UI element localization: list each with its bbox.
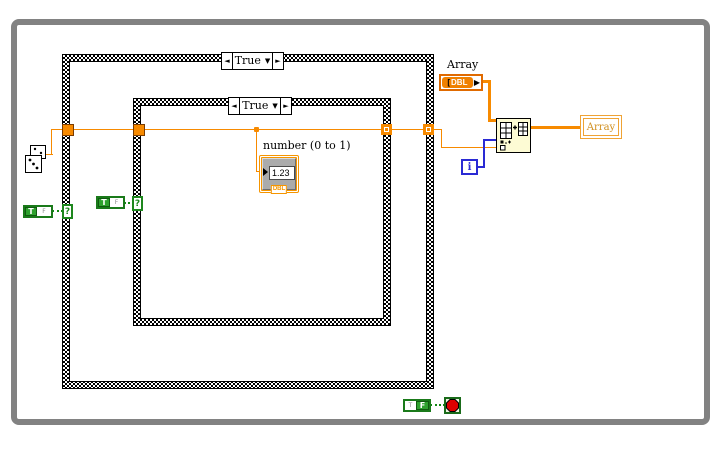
wire-iteration-riser[interactable]: [483, 140, 485, 168]
boolean-false-cell[interactable]: F: [114, 198, 119, 206]
inner-case-selector-value-wrap[interactable]: True ▼: [240, 98, 280, 114]
insert-into-array-icon: [500, 122, 528, 151]
boolean-true-cell[interactable]: T: [25, 207, 37, 216]
inner-case-frame-interior: [140, 105, 384, 319]
array-control-terminal[interactable]: [ DBL ▶: [439, 74, 483, 91]
array-indicator-label: Array: [583, 118, 619, 136]
wire-element-into-node[interactable]: [441, 147, 497, 148]
tunnel-dot: [427, 128, 430, 131]
number-indicator-frame: 1.23 DBL: [261, 157, 297, 194]
inner-true-constant[interactable]: T F: [96, 196, 125, 209]
dbl-type-tag: DBL: [451, 78, 468, 87]
inner-case-right-tunnel[interactable]: [381, 124, 392, 135]
wire-branch-to-indicator[interactable]: [256, 129, 257, 172]
stop-false-constant[interactable]: T F: [403, 399, 431, 412]
wire-node-to-array-indicator[interactable]: [529, 126, 581, 129]
boolean-false-cell[interactable]: F: [416, 401, 429, 410]
tunnel-dot: [385, 128, 388, 131]
array-bracket: [: [447, 78, 451, 87]
wire-dice-out[interactable]: [45, 154, 53, 155]
outer-case-selector-value-wrap[interactable]: True ▼: [233, 53, 272, 69]
iteration-terminal[interactable]: i: [461, 159, 478, 175]
array-indicator-terminal[interactable]: Array: [580, 115, 622, 139]
inner-case-next-arrow-icon[interactable]: ►: [280, 98, 291, 114]
wire-main-drop[interactable]: [441, 129, 442, 148]
wire-main-horizontal[interactable]: [51, 129, 442, 130]
stop-octagon-icon: [446, 399, 459, 412]
indicator-input-arrow-icon: [263, 168, 268, 176]
wire-iteration-out[interactable]: [477, 166, 485, 168]
outer-case-selector-value: True: [234, 54, 261, 67]
number-indicator-value[interactable]: 1.23: [269, 166, 295, 180]
wire-array-control-drop[interactable]: [488, 80, 491, 121]
wire-bool-inner[interactable]: [124, 202, 134, 204]
control-output-arrow-icon: ▶: [473, 77, 480, 87]
boolean-true-cell[interactable]: T: [98, 198, 110, 207]
inner-case-selector-terminal[interactable]: ?: [132, 196, 143, 211]
wire-bool-stop[interactable]: [430, 404, 445, 406]
inner-case-prev-arrow-icon[interactable]: ◄: [229, 98, 240, 114]
outer-case-right-tunnel[interactable]: [423, 124, 434, 135]
number-indicator-label: number (0 to 1): [263, 139, 351, 152]
inner-case-structure[interactable]: [133, 98, 391, 326]
dbl-type-tag: DBL: [270, 185, 288, 194]
array-control-label: Array: [447, 58, 479, 71]
loop-condition-terminal[interactable]: [444, 397, 461, 414]
wire-bool-outer[interactable]: [52, 210, 63, 212]
inner-case-selector[interactable]: ◄ True ▼ ►: [228, 97, 292, 115]
boolean-false-cell[interactable]: F: [42, 207, 46, 215]
inner-case-left-tunnel[interactable]: [133, 124, 145, 136]
boolean-true-cell[interactable]: T: [408, 401, 413, 409]
outer-case-left-tunnel[interactable]: [62, 124, 74, 136]
inner-case-dropdown-icon[interactable]: ▼: [272, 102, 278, 110]
wire-array-control-out[interactable]: [482, 80, 491, 83]
outer-case-selector-terminal[interactable]: ?: [62, 204, 73, 219]
outer-case-selector[interactable]: ◄ True ▼ ►: [221, 52, 284, 70]
outer-case-next-arrow-icon[interactable]: ►: [272, 53, 283, 69]
wire-array-into-node[interactable]: [488, 119, 498, 122]
array-dbl-pill: [ DBL: [442, 77, 473, 88]
while-loop-border[interactable]: [11, 19, 710, 425]
outer-true-constant[interactable]: T F: [23, 205, 53, 218]
wire-junction-dot[interactable]: [254, 127, 259, 132]
outer-case-dropdown-icon[interactable]: ▼: [264, 57, 271, 65]
outer-case-prev-arrow-icon[interactable]: ◄: [222, 53, 233, 69]
insert-into-array-node[interactable]: [496, 118, 531, 153]
number-indicator[interactable]: 1.23 DBL: [259, 155, 299, 194]
inner-case-selector-value: True: [242, 99, 269, 112]
wire-dice-riser[interactable]: [51, 129, 52, 155]
iteration-i-label: i: [467, 161, 472, 173]
random-number-dice-icon[interactable]: [24, 144, 47, 174]
wire-iteration-into-node[interactable]: [483, 139, 497, 141]
